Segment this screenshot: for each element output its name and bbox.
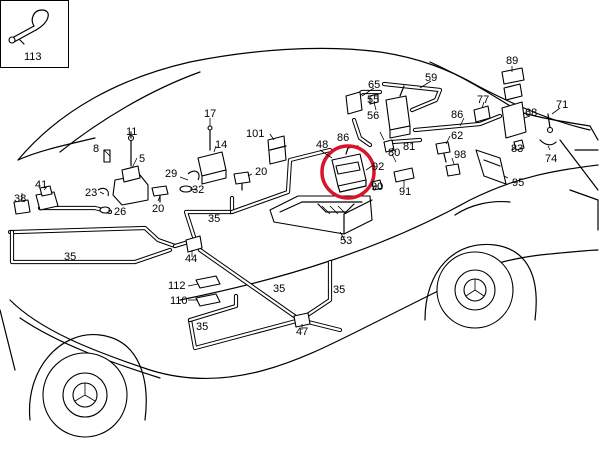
screw-20a: [151, 185, 169, 203]
clip-110: [195, 293, 221, 307]
bolt-71: [546, 113, 554, 134]
label-55: 55: [367, 94, 379, 106]
label-53: 53: [340, 235, 352, 247]
label-20-left: 20: [152, 203, 164, 215]
label-86-right: 86: [451, 109, 463, 121]
label-74: 74: [545, 153, 557, 165]
label-11: 11: [126, 126, 137, 138]
inset-box: 113: [0, 0, 69, 68]
label-68: 68: [525, 107, 537, 119]
label-77: 77: [477, 94, 489, 106]
label-35-bottom: 35: [196, 321, 208, 333]
label-20-right: 20: [255, 166, 267, 178]
label-23: 23: [85, 187, 97, 199]
label-59: 59: [425, 72, 437, 84]
label-17: 17: [204, 108, 216, 120]
valve-101: [267, 135, 287, 165]
label-71: 71: [556, 99, 568, 111]
leader-lines: [21, 66, 561, 330]
front-wheel: [28, 334, 147, 438]
label-35-right: 35: [333, 284, 345, 296]
part-77: [473, 105, 491, 123]
label-32: 32: [192, 184, 204, 196]
rear-wheel: [424, 243, 537, 329]
part-38: [13, 199, 31, 215]
screw-20b: [233, 171, 251, 191]
label-47: 47: [296, 326, 308, 338]
plate-91: [393, 167, 415, 183]
label-44: 44: [185, 253, 197, 265]
vacuum-lines: [7, 81, 503, 351]
pump-92: [331, 145, 367, 193]
label-65: 65: [368, 79, 380, 91]
part-89: [501, 67, 525, 85]
t-connector-44: [185, 235, 203, 253]
part-83: [513, 139, 525, 151]
label-38: 38: [14, 193, 26, 205]
part-8-clip: [103, 149, 111, 163]
label-81: 81: [403, 141, 415, 153]
valve-86-main: [385, 85, 411, 139]
label-26: 26: [114, 206, 126, 218]
housing-53: [269, 195, 373, 235]
bracket-41: [35, 185, 59, 211]
label-89: 89: [506, 55, 518, 67]
label-95: 95: [512, 177, 524, 189]
screw-98: [445, 163, 461, 177]
label-112: 112: [168, 280, 186, 292]
clamp-icon: [8, 9, 49, 45]
label-35-left: 35: [64, 251, 76, 263]
label-8: 8: [93, 143, 99, 155]
label-48: 48: [316, 139, 328, 151]
label-90: 90: [371, 181, 383, 193]
label-14: 14: [215, 139, 227, 151]
label-86-left: 86: [337, 132, 349, 144]
bracket-95: [475, 149, 507, 185]
label-91: 91: [399, 186, 411, 198]
clip-112: [195, 275, 221, 289]
label-113: 113: [24, 51, 42, 63]
label-62: 62: [451, 130, 463, 142]
label-110: 110: [170, 295, 188, 307]
label-80: 80: [388, 147, 400, 159]
valve-68: [501, 83, 527, 139]
highlight-circle: [320, 144, 376, 200]
label-29: 29: [165, 168, 177, 180]
connector-47: [293, 312, 311, 328]
actuator-14: [197, 125, 227, 185]
part-90: [371, 179, 383, 191]
label-35-mid: 35: [208, 213, 220, 225]
label-41: 41: [35, 179, 47, 191]
hose-74: [539, 139, 557, 146]
label-35-center: 35: [273, 283, 285, 295]
clip-29: [187, 170, 200, 181]
part-labels: 89 65 59 77 68 71 55 56 86 86 62 83 80 8…: [14, 55, 568, 338]
screw-62: [435, 141, 451, 163]
actuator-5: [112, 134, 149, 206]
label-101: 101: [246, 128, 264, 140]
label-5: 5: [139, 153, 145, 165]
connector-55-56: [345, 91, 379, 115]
ring-26: [99, 206, 111, 214]
label-56: 56: [367, 110, 379, 122]
label-98: 98: [454, 149, 466, 161]
grommet-23: [97, 187, 109, 197]
car-body-outline: [0, 47, 599, 380]
label-92: 92: [372, 161, 384, 173]
label-83: 83: [511, 143, 523, 155]
